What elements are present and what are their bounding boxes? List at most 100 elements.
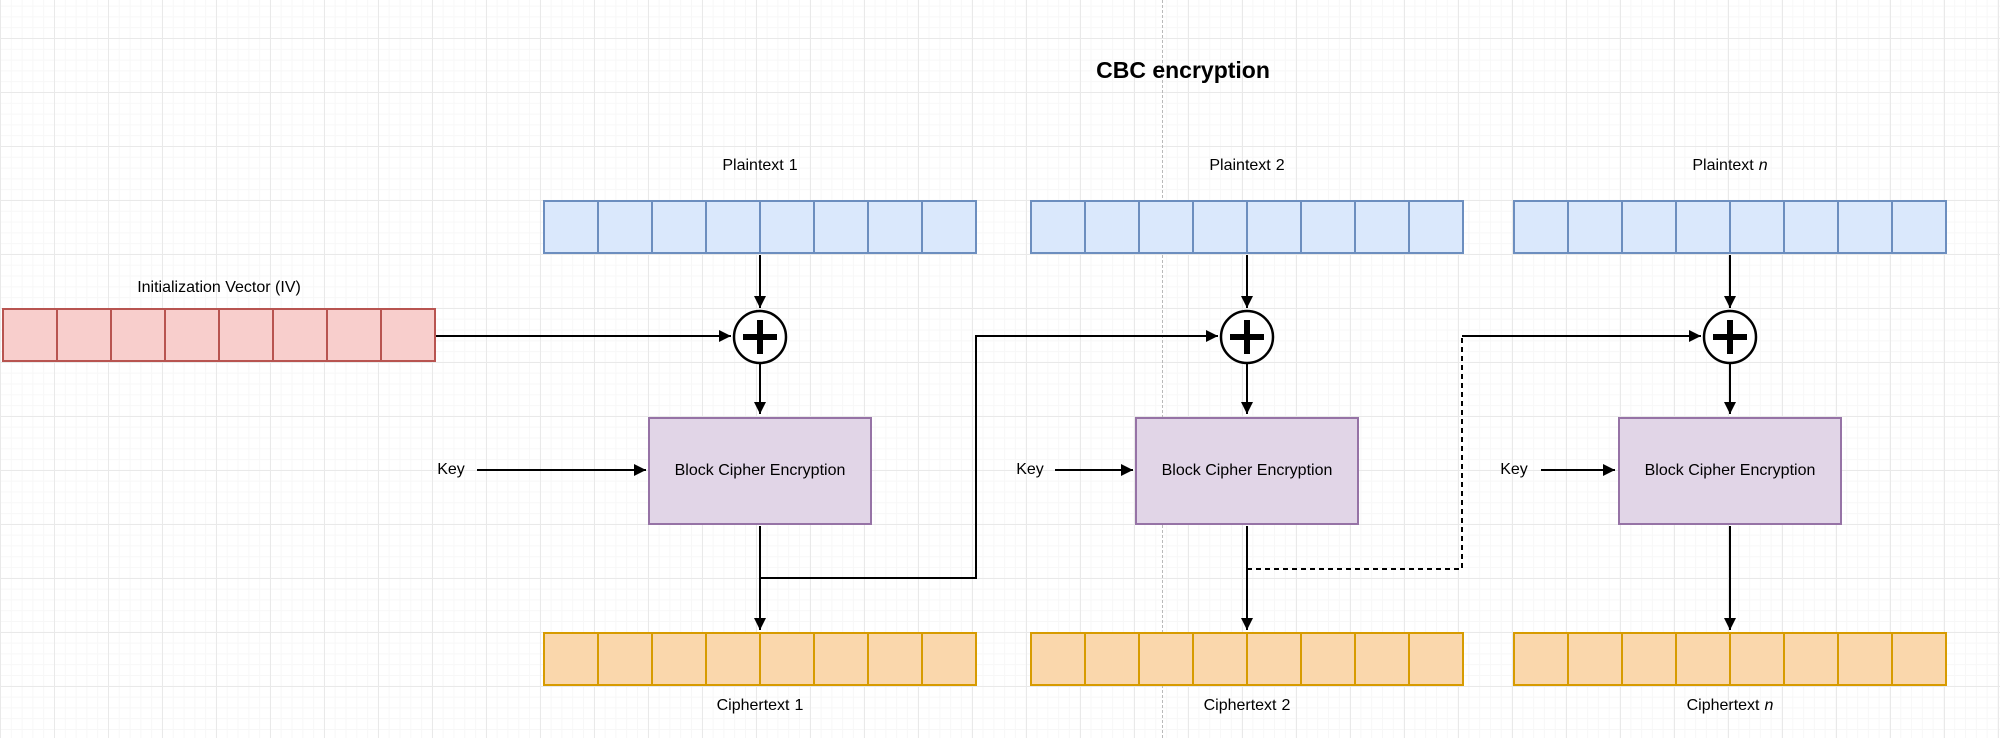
bit-cell: [1194, 634, 1248, 684]
bit-cell: [328, 310, 382, 360]
bit-cell: [1248, 202, 1302, 252]
bit-cell: [707, 634, 761, 684]
bit-cell: [1356, 202, 1410, 252]
plaintext-label-1-suffix: 1: [788, 157, 798, 174]
ciphertext-label-1-suffix: 1: [794, 697, 804, 714]
bit-cell: [1893, 634, 1945, 684]
bit-cell: [545, 202, 599, 252]
bit-cell: [1623, 202, 1677, 252]
bit-cell: [1302, 634, 1356, 684]
ciphertext-label-2-suffix: 2: [1281, 697, 1291, 714]
bit-cell: [58, 310, 112, 360]
bit-cell: [1194, 202, 1248, 252]
block-cipher-box-1: Block Cipher Encryption: [648, 417, 872, 525]
bit-cell: [761, 634, 815, 684]
xor-circle: [1219, 309, 1275, 365]
bit-cell: [923, 202, 975, 252]
bit-cell: [1086, 202, 1140, 252]
bit-cell: [653, 634, 707, 684]
bit-cell: [869, 202, 923, 252]
bit-cell: [1677, 634, 1731, 684]
bit-cell: [4, 310, 58, 360]
block-cipher-box-n: Block Cipher Encryption: [1618, 417, 1842, 525]
bit-cell: [1410, 634, 1462, 684]
ciphertext-label-2-prefix: Ciphertext: [1203, 697, 1277, 714]
plaintext-label-n-suffix: n: [1758, 157, 1768, 174]
iv-label: Initialization Vector (IV): [2, 278, 436, 298]
bit-cell: [1731, 202, 1785, 252]
ciphertext-label-1-prefix: Ciphertext: [716, 697, 790, 714]
bit-cell: [1032, 202, 1086, 252]
page-boundary-dashed-line: [1162, 0, 1163, 738]
plaintext-block-n: [1513, 200, 1947, 254]
iv-block: [2, 308, 436, 362]
plaintext-label-2-suffix: 2: [1275, 157, 1285, 174]
bit-cell: [761, 202, 815, 252]
iv-label-text: Initialization Vector (IV): [137, 279, 301, 296]
bit-cell: [1140, 634, 1194, 684]
diagram-title: CBC encryption: [1096, 57, 1270, 83]
bit-cell: [274, 310, 328, 360]
ciphertext-block-1: [543, 632, 977, 686]
bit-cell: [1032, 634, 1086, 684]
plaintext-label-1-prefix: Plaintext: [722, 157, 784, 174]
bit-cell: [112, 310, 166, 360]
bit-cell: [1785, 202, 1839, 252]
xor-plus-icon: [743, 320, 777, 354]
bit-cell: [1839, 202, 1893, 252]
plaintext-label-n-prefix: Plaintext: [1692, 157, 1754, 174]
ciphertext-block-2: [1030, 632, 1464, 686]
plaintext-block-2: [1030, 200, 1464, 254]
bit-cell: [1893, 202, 1945, 252]
bit-cell: [1410, 202, 1462, 252]
bit-cell: [545, 634, 599, 684]
bit-cell: [1623, 634, 1677, 684]
bit-cell: [220, 310, 274, 360]
ciphertext-label-n-prefix: Ciphertext: [1686, 697, 1760, 714]
bit-cell: [599, 202, 653, 252]
bit-cell: [1515, 202, 1569, 252]
bit-cell: [1086, 634, 1140, 684]
bit-cell: [1839, 634, 1893, 684]
bit-cell: [923, 634, 975, 684]
key-label-2: Key: [1016, 461, 1044, 478]
xor-circle: [732, 309, 788, 365]
bit-cell: [166, 310, 220, 360]
xor-plus-icon: [1713, 320, 1747, 354]
block-cipher-box-1-label: Block Cipher Encryption: [674, 462, 846, 479]
xor-circle: [1702, 309, 1758, 365]
bit-cell: [1785, 634, 1839, 684]
key-label-1: Key: [437, 461, 465, 478]
block-cipher-box-n-label: Block Cipher Encryption: [1644, 462, 1816, 479]
ciphertext-label-n-suffix: n: [1764, 697, 1774, 714]
xor-node-3: [1702, 309, 1758, 365]
bit-cell: [653, 202, 707, 252]
block-cipher-box-2-label: Block Cipher Encryption: [1161, 462, 1333, 479]
bit-cell: [815, 634, 869, 684]
bit-cell: [1515, 634, 1569, 684]
bit-cell: [1356, 634, 1410, 684]
bit-cell: [1731, 634, 1785, 684]
xor-plus-icon: [1230, 320, 1264, 354]
bit-cell: [869, 634, 923, 684]
bit-cell: [1677, 202, 1731, 252]
plaintext-label-2-prefix: Plaintext: [1209, 157, 1271, 174]
ciphertext-block-n: [1513, 632, 1947, 686]
xor-node-2: [1219, 309, 1275, 365]
bit-cell: [1569, 634, 1623, 684]
bit-cell: [707, 202, 761, 252]
bit-cell: [1569, 202, 1623, 252]
bit-cell: [382, 310, 434, 360]
bit-cell: [1140, 202, 1194, 252]
bit-cell: [1302, 202, 1356, 252]
bit-cell: [815, 202, 869, 252]
xor-node-1: [732, 309, 788, 365]
